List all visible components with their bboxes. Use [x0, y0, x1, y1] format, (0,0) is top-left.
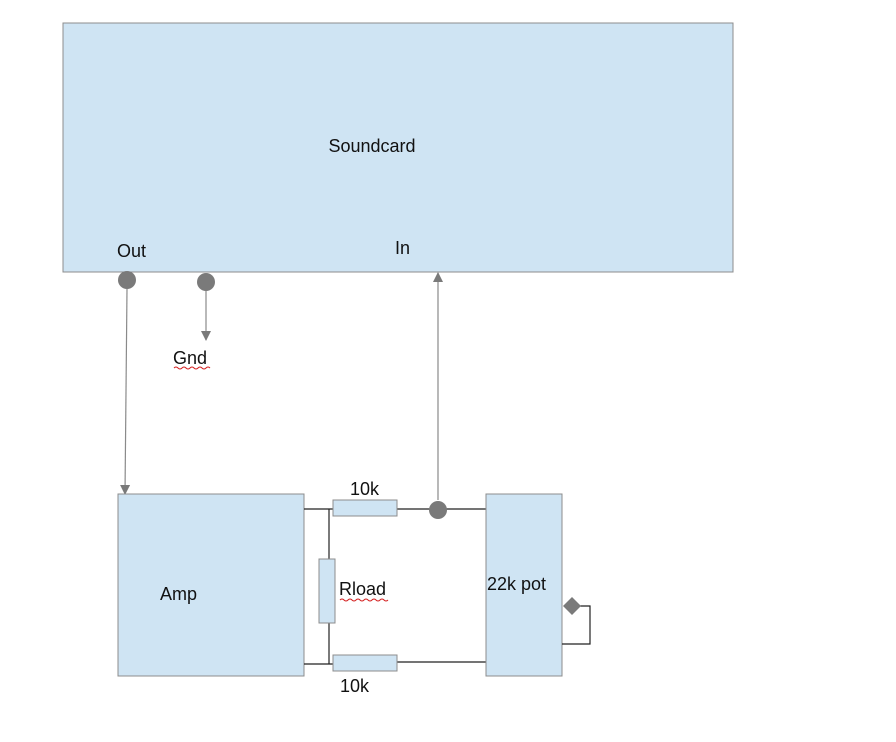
out-to-amp-arrow	[120, 288, 131, 495]
pot-label: 22k pot	[487, 574, 546, 594]
gnd-connector	[197, 273, 215, 291]
soundcard-box	[62, 22, 734, 273]
amp-label: Amp	[160, 584, 197, 604]
pot-box	[485, 493, 563, 677]
resistor-10k-top-label: 10k	[350, 479, 380, 499]
spellcheck-underline-gnd	[173, 366, 211, 370]
soundcard-label: Soundcard	[328, 136, 415, 156]
pot-wiper-diamond-icon	[563, 597, 581, 615]
junction-connector	[429, 501, 447, 519]
in-label: In	[395, 238, 410, 258]
amp-box	[117, 493, 305, 677]
gnd-label: Gnd	[173, 348, 207, 368]
spellcheck-underline-rload	[339, 598, 389, 602]
resistor-10k-bottom-label: 10k	[340, 676, 370, 696]
rload-resistor	[318, 558, 336, 624]
out-label: Out	[117, 241, 146, 261]
rload-label: Rload	[339, 579, 386, 599]
pot-wiper-wire	[562, 605, 591, 645]
out-connector	[118, 271, 136, 289]
resistor-10k-bottom	[332, 654, 398, 672]
resistor-10k-top	[332, 499, 398, 517]
